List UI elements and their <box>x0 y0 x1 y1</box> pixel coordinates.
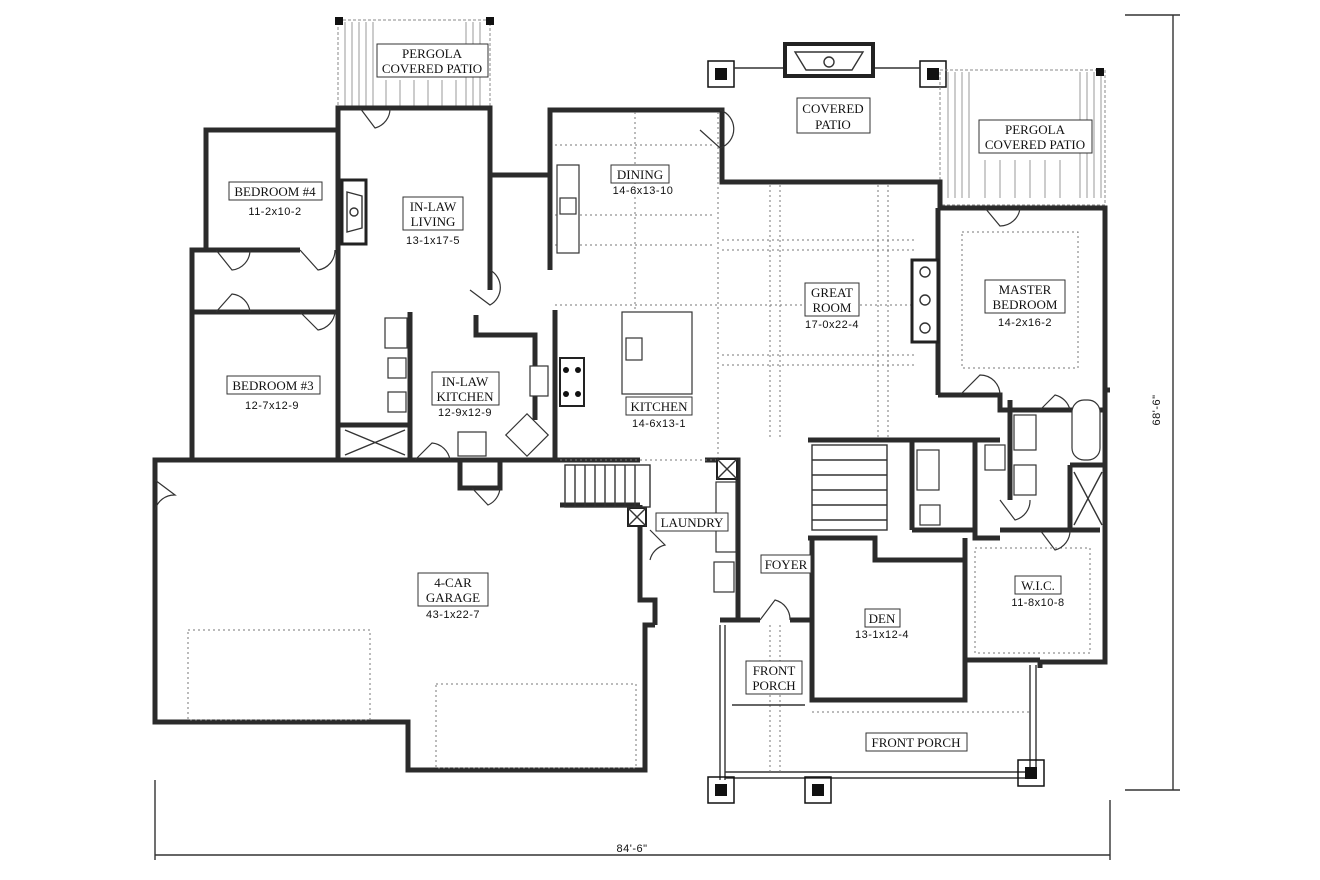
dining-name: DINING <box>617 167 663 182</box>
dining-fixtures <box>556 164 580 254</box>
bedroom3-label: BEDROOM #3 12-7x12-9 <box>226 375 321 412</box>
wic-label: W.I.C. 11-8x10-8 <box>1011 575 1064 609</box>
master-bedroom-name-2: BEDROOM <box>992 297 1057 312</box>
inlaw-living-label: IN-LAW LIVING 13-1x17-5 <box>402 196 464 247</box>
inlaw-kitchen-name-2: KITCHEN <box>436 389 494 404</box>
bedroom4-name: BEDROOM #4 <box>234 184 316 199</box>
stairs <box>564 444 888 531</box>
garage-size: 43-1x22-7 <box>426 609 480 621</box>
covered-patio-name-1: COVERED <box>802 101 863 116</box>
cooktop <box>559 357 585 407</box>
overall-width-dimension: 84'-6" <box>616 843 647 855</box>
pergola-left-label: PERGOLA COVERED PATIO <box>376 43 489 78</box>
great-room-fireplace <box>910 258 940 344</box>
inlaw-fireplace <box>340 178 368 246</box>
master-bedroom-label: MASTER BEDROOM 14-2x16-2 <box>984 279 1066 329</box>
pergola-left-name-2: COVERED PATIO <box>382 61 482 76</box>
dining-size: 14-6x13-10 <box>613 185 674 197</box>
pergola-right-name-1: PERGOLA <box>1005 122 1066 137</box>
bedroom4-size: 11-2x10-2 <box>248 206 301 218</box>
front-porch-structure <box>707 625 1045 804</box>
ceiling-lines <box>187 112 1091 769</box>
doors <box>154 107 1071 621</box>
kitchen-label: KITCHEN 14-6x13-1 <box>625 396 693 430</box>
den-name: DEN <box>869 611 896 626</box>
front-porch-right-label: FRONT PORCH <box>865 732 968 752</box>
covered-patio-label: COVERED PATIO <box>796 97 871 134</box>
kitchen-island <box>621 311 693 395</box>
covered-patio-posts <box>707 42 947 88</box>
inlaw-kitchen-fixtures <box>457 365 550 458</box>
bath-fixtures <box>344 317 1103 593</box>
front-porch-left-name-1: FRONT <box>753 663 796 678</box>
outdoor-fireplace <box>783 42 875 78</box>
front-porch-right-name: FRONT PORCH <box>872 735 961 750</box>
pergola-right-label: PERGOLA COVERED PATIO <box>978 119 1093 154</box>
garage-label: 4-CAR GARAGE 43-1x22-7 <box>417 572 489 621</box>
walls <box>152 105 1110 773</box>
bedroom3-size: 12-7x12-9 <box>245 400 299 412</box>
master-bedroom-size: 14-2x16-2 <box>998 317 1052 329</box>
wic-name: W.I.C. <box>1021 578 1055 593</box>
foyer-label: FOYER <box>760 554 812 574</box>
front-porch-left-label: FRONT PORCH <box>745 660 803 695</box>
foyer-name: FOYER <box>765 557 808 572</box>
inlaw-kitchen-label: IN-LAW KITCHEN 12-9x12-9 <box>431 371 500 419</box>
bedroom3-name: BEDROOM #3 <box>232 378 313 393</box>
covered-patio-name-2: PATIO <box>815 117 851 132</box>
garage-name-1: 4-CAR <box>434 575 472 590</box>
great-room-name-2: ROOM <box>812 300 851 315</box>
den-size: 13-1x12-4 <box>855 629 909 641</box>
inlaw-living-name-1: IN-LAW <box>410 199 457 214</box>
laundry-name: LAUNDRY <box>661 515 724 530</box>
inlaw-kitchen-size: 12-9x12-9 <box>438 407 492 419</box>
bedroom4-label: BEDROOM #4 11-2x10-2 <box>228 181 323 218</box>
laundry-label: LAUNDRY <box>655 512 729 532</box>
inlaw-living-name-2: LIVING <box>411 214 456 229</box>
pergola-left-name-1: PERGOLA <box>402 46 463 61</box>
kitchen-size: 14-6x13-1 <box>632 418 686 430</box>
great-room-size: 17-0x22-4 <box>805 319 859 331</box>
wic-size: 11-8x10-8 <box>1011 597 1064 609</box>
inlaw-kitchen-name-1: IN-LAW <box>442 374 489 389</box>
overall-depth-dimension: 68'-6" <box>1151 394 1163 425</box>
dining-label: DINING 14-6x13-10 <box>610 164 674 197</box>
inlaw-living-size: 13-1x17-5 <box>406 235 460 247</box>
pergola-right <box>939 68 1106 206</box>
master-bedroom-name-1: MASTER <box>999 282 1052 297</box>
den-label: DEN 13-1x12-4 <box>855 608 909 641</box>
great-room-label: GREAT ROOM 17-0x22-4 <box>804 282 860 331</box>
garage-name-2: GARAGE <box>426 590 480 605</box>
pergola-right-name-2: COVERED PATIO <box>985 137 1085 152</box>
dimension-lines <box>154 14 1180 860</box>
front-porch-left-name-2: PORCH <box>752 678 795 693</box>
great-room-name-1: GREAT <box>811 285 853 300</box>
kitchen-name: KITCHEN <box>630 399 688 414</box>
